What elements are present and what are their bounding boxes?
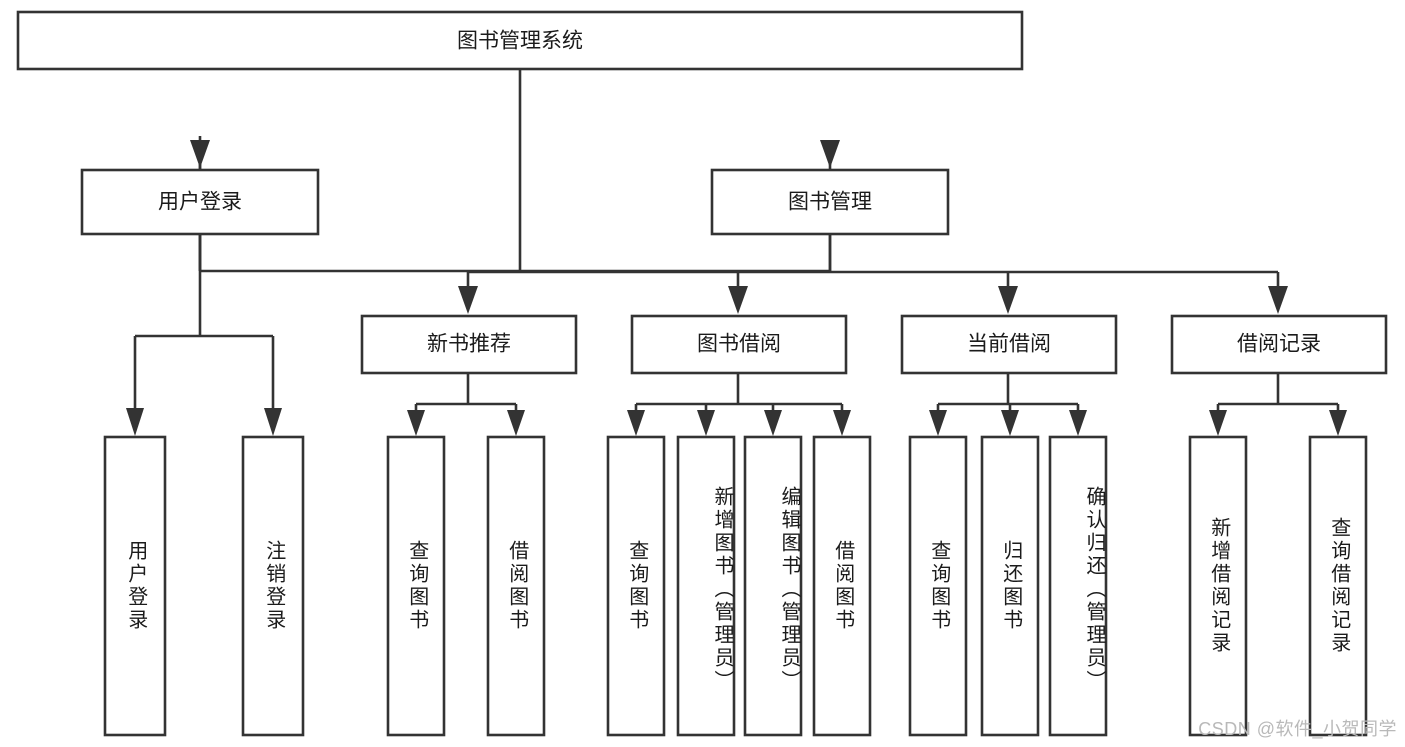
node-borrow-record[interactable]: 借阅记录 <box>1170 314 1388 375</box>
node-current-borrow-box[interactable] <box>900 314 1118 375</box>
arrowhead-to-book-mgmt <box>820 140 840 168</box>
leaf-box-add-book-admin[interactable] <box>676 435 736 737</box>
arrowhead-leaf-query-book-1 <box>407 410 425 436</box>
arrowhead-leaf-confirm-return <box>1069 410 1087 436</box>
arrowhead-to-book-borrow <box>728 286 748 314</box>
arrowhead-leaf-query-book-2 <box>627 410 645 436</box>
leaf-box-query-book-borrow[interactable] <box>606 435 666 737</box>
arrowhead-to-borrow-record <box>1268 286 1288 314</box>
node-book-borrow-label: 图书借阅 <box>697 333 781 356</box>
node-new-book-recommend-box[interactable] <box>360 314 578 375</box>
csdn-watermark: CSDN @软件_小贺同学 <box>1198 719 1397 739</box>
node-borrow-record-box[interactable] <box>1170 314 1388 375</box>
arrowhead-leaf-add-record <box>1209 410 1227 436</box>
node-current-borrow-label: 当前借阅 <box>967 333 1051 356</box>
node-book-management-label: 图书管理 <box>788 191 872 214</box>
leaf-box-query-book-rec[interactable] <box>386 435 446 737</box>
node-new-book-recommend[interactable]: 新书推荐 <box>360 314 578 375</box>
node-root-label: 图书管理系统 <box>457 30 583 53</box>
leaf-box-query-borrow-record[interactable] <box>1308 435 1368 737</box>
connector-group-user-login <box>126 234 282 436</box>
arrowhead-leaf-return-book <box>1001 410 1019 436</box>
arrowhead-to-new-book-rec <box>458 286 478 314</box>
node-root-box[interactable] <box>16 10 1024 71</box>
leaf-box-borrow-book-rec[interactable] <box>486 435 546 737</box>
leaf-box-confirm-return-admin[interactable] <box>1048 435 1108 737</box>
node-root[interactable]: 图书管理系统 <box>16 10 1024 71</box>
arrowhead-to-current-borrow <box>998 286 1018 314</box>
node-user-login[interactable]: 用户登录 <box>80 168 320 236</box>
node-user-login-box[interactable] <box>80 168 320 236</box>
connector-group-book-borrow <box>627 373 851 436</box>
leaf-box-logout[interactable] <box>241 435 305 737</box>
arrowhead-leaf-user-login <box>126 408 144 436</box>
node-current-borrow[interactable]: 当前借阅 <box>900 314 1118 375</box>
node-book-borrow-box[interactable] <box>630 314 848 375</box>
leaf-box-borrow-book[interactable] <box>812 435 872 737</box>
leaf-box-return-book[interactable] <box>980 435 1040 737</box>
node-borrow-record-label: 借阅记录 <box>1237 333 1321 356</box>
arrowhead-to-user-login <box>190 140 210 168</box>
arrowhead-leaf-query-record <box>1329 410 1347 436</box>
node-user-login-label: 用户登录 <box>158 191 242 214</box>
arrowhead-leaf-edit-book <box>764 410 782 436</box>
arrowhead-leaf-borrow-book-2 <box>833 410 851 436</box>
node-new-book-recommend-label: 新书推荐 <box>427 333 511 356</box>
connector-group-book-mgmt <box>458 234 1288 314</box>
leaf-box-add-borrow-record[interactable] <box>1188 435 1248 737</box>
arrowhead-leaf-add-book <box>697 410 715 436</box>
node-book-borrow[interactable]: 图书借阅 <box>630 314 848 375</box>
connector-group-borrow-record <box>1209 373 1347 436</box>
connector-group-new-book-rec <box>407 373 525 436</box>
leaf-box-query-book-current[interactable] <box>908 435 968 737</box>
arrowhead-leaf-borrow-book-1 <box>507 410 525 436</box>
connector-group-current-borrow <box>929 373 1087 436</box>
leaf-box-user-login[interactable] <box>103 435 167 737</box>
node-book-management-box[interactable] <box>710 168 950 236</box>
arrowhead-leaf-logout <box>264 408 282 436</box>
arrowhead-leaf-query-book-3 <box>929 410 947 436</box>
node-book-management[interactable]: 图书管理 <box>710 168 950 236</box>
leaf-box-edit-book-admin[interactable] <box>743 435 803 737</box>
